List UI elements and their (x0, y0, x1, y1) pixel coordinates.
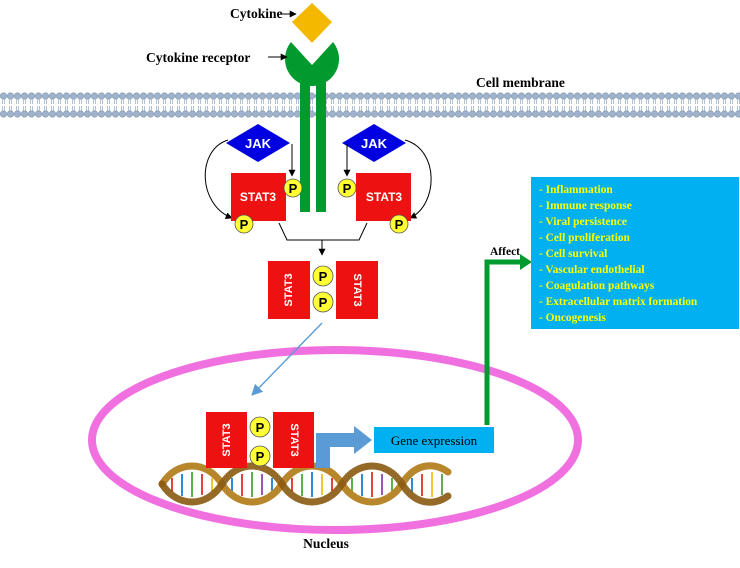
phosphate-label: P (395, 217, 404, 232)
phosphate-left-upper (283, 178, 303, 198)
receptor-stalk-right (316, 70, 326, 212)
effect-item: - Coagulation pathways (539, 280, 655, 292)
affect-arrow-line (484, 259, 522, 425)
stat3-dimer-right-label: STAT3 (351, 273, 363, 306)
effect-item: - Extracellular matrix formation (539, 296, 698, 308)
phosphate-label: P (240, 217, 249, 232)
phosphate-label: P (289, 181, 298, 196)
stat3-dimer-left (268, 261, 310, 319)
receptor-stalk-left (300, 70, 310, 212)
phosphate-nuclear-upper (249, 416, 271, 438)
phosphate-label: P (343, 181, 352, 196)
effect-item: - Vascular endothelial (539, 264, 645, 276)
effect-item: - Viral persistence (539, 216, 627, 228)
nucleus-label: Nucleus (303, 536, 349, 551)
cell-membrane (0, 92, 740, 118)
stat3-dimer-left-label: STAT3 (283, 273, 295, 306)
phosphate-dimer-upper (312, 265, 334, 287)
gene-expression-box (374, 427, 494, 453)
stat3-right-label: STAT3 (366, 190, 403, 204)
effect-item: - Immune response (539, 200, 632, 212)
jak-right (342, 124, 406, 162)
affect-label: Affect (490, 246, 520, 258)
phosphate-nuclear-lower (249, 445, 271, 467)
stat3-left (231, 173, 286, 221)
cell-membrane-label: Cell membrane (476, 75, 565, 90)
jak-right-curve-arrow (404, 139, 432, 219)
dimerization-bracket (278, 222, 368, 241)
phosphate-label: P (256, 449, 265, 464)
stat3-right (356, 173, 411, 221)
cytokine-receptor-head (285, 42, 339, 86)
cytokine-label: Cytokine (230, 6, 283, 21)
effect-item: - Cell proliferation (539, 232, 630, 244)
gene-expression-label: Gene expression (391, 433, 478, 448)
stat3-nuclear-right-label: STAT3 (288, 423, 300, 456)
jak-left (226, 124, 290, 162)
jak-left-label: JAK (245, 136, 272, 151)
phosphate-right-lower (389, 214, 409, 234)
dna-helix (158, 462, 452, 506)
stat3-nuclear-right (273, 412, 314, 468)
jak-left-curve-arrow (204, 139, 233, 220)
phosphate-right-upper (337, 178, 357, 198)
stat3-nuclear-left-label: STAT3 (221, 423, 233, 456)
effects-list-box: - Inflammation - Immune response - Viral… (531, 177, 739, 329)
jak-right-label: JAK (361, 136, 388, 151)
phosphate-label: P (319, 295, 328, 310)
cytokine-shape (292, 3, 332, 43)
phosphate-label: P (319, 269, 328, 284)
effect-item: - Oncogenesis (539, 312, 606, 324)
phosphate-left-lower (234, 214, 254, 234)
affect-arrow-head (520, 254, 532, 270)
cytokine-receptor-label: Cytokine receptor (146, 50, 250, 65)
translocation-arrow (251, 322, 323, 396)
stat3-left-label: STAT3 (240, 190, 277, 204)
nucleus-membrane (88, 346, 582, 534)
stat3-dimer-right (336, 261, 378, 319)
stat3-nuclear-left (206, 412, 247, 468)
effect-item: - Cell survival (539, 248, 608, 260)
phosphate-dimer-lower (312, 291, 334, 313)
phosphate-label: P (256, 420, 265, 435)
transcription-arrow (316, 426, 372, 468)
effect-item: - Inflammation (539, 184, 613, 196)
